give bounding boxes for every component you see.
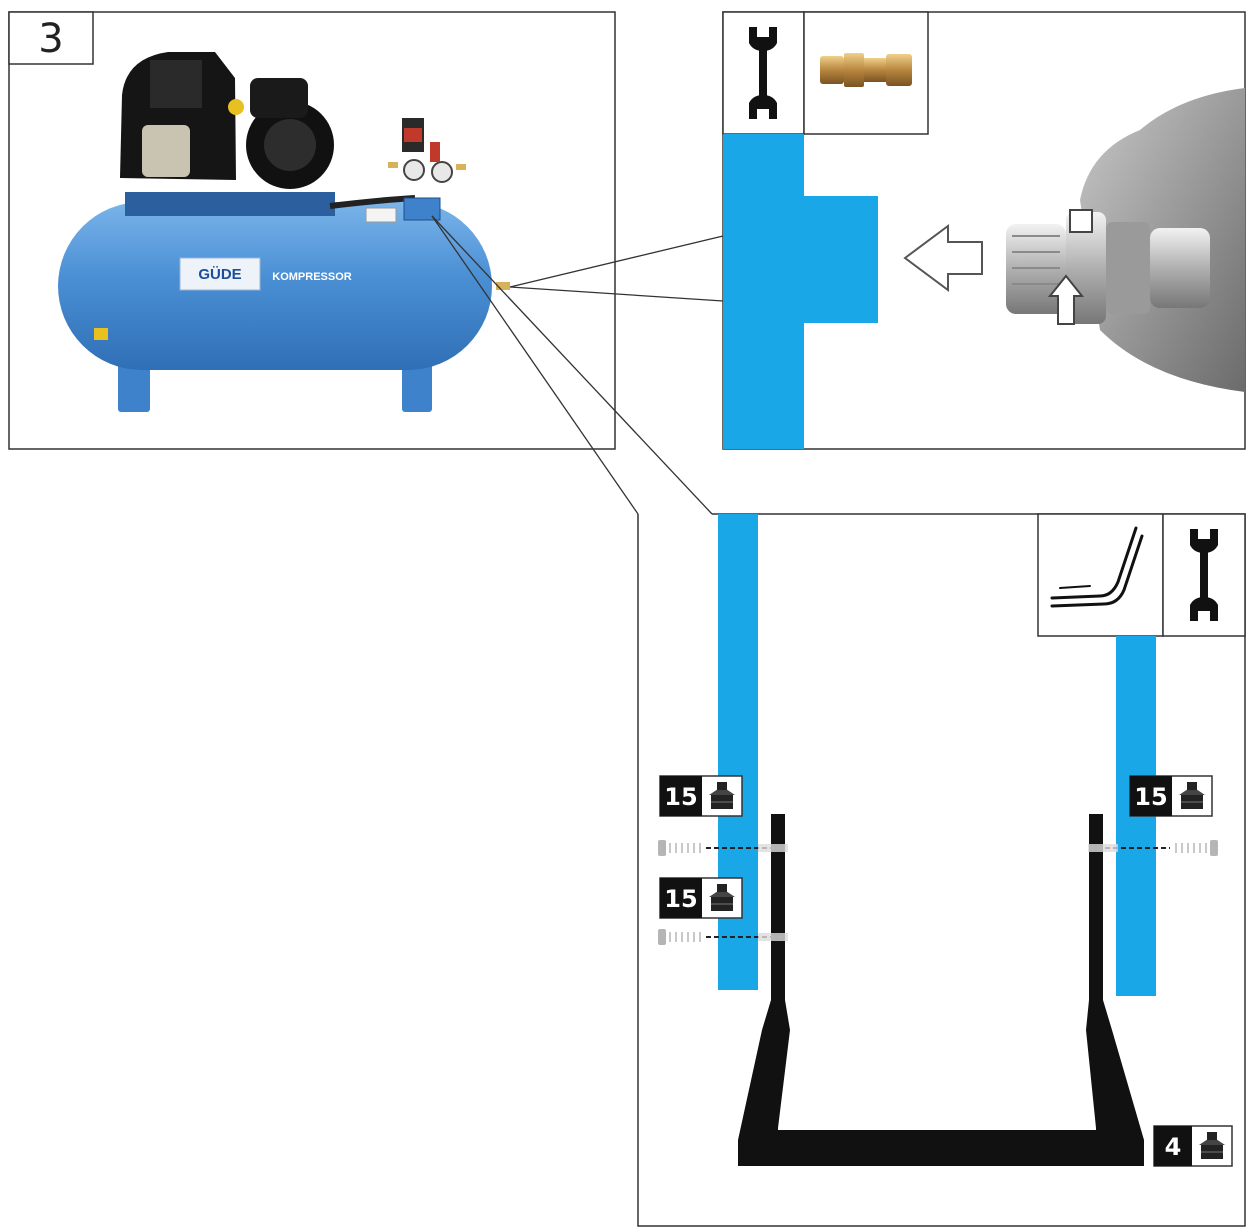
wrench-icon <box>1190 529 1218 621</box>
rotate-arrow-icon <box>1047 274 1085 325</box>
pipe-tee-branch <box>804 196 878 323</box>
compressor-photo: GÜDE KOMPRESSOR <box>58 52 510 412</box>
part-number: 15 <box>664 885 697 913</box>
coupling-detail-panel <box>722 11 1246 450</box>
part-badge-upper-left: 15 <box>659 775 743 817</box>
insert-arrow-icon <box>903 224 983 292</box>
part-badge-bottom: 4 <box>1153 1125 1233 1167</box>
part-number: 15 <box>1134 783 1167 811</box>
wrench-icon <box>749 27 777 119</box>
tank-outlet <box>496 282 510 290</box>
zoom-callout-upper <box>509 235 724 302</box>
part-badge-upper-right: 15 <box>1129 775 1213 817</box>
part-number: 4 <box>1165 1133 1182 1161</box>
wheel-bracket <box>738 814 1144 1166</box>
screw-upper-left <box>658 840 788 856</box>
brand-label: KOMPRESSOR <box>272 271 352 283</box>
zoom-callout-lower <box>431 215 713 515</box>
compressor-panel: 3 <box>8 11 616 450</box>
part-number: 15 <box>664 783 697 811</box>
brand-logo: GÜDE <box>198 266 241 283</box>
tool-cell-sealant <box>1037 513 1164 637</box>
bracket-assembly-panel: 15 15 15 4 <box>637 513 1246 1227</box>
hand-with-coupling <box>1006 88 1245 392</box>
step-number: 3 <box>38 16 63 62</box>
pipe-tee-vertical <box>723 134 804 449</box>
sealing-tape-icon <box>1050 526 1144 608</box>
quick-coupling-icon <box>820 53 912 87</box>
step-number-box <box>8 11 94 65</box>
outlet-manifold <box>403 197 441 221</box>
screw-upper-right <box>1088 840 1218 856</box>
air-tank <box>58 202 492 370</box>
pressure-gauge-left <box>403 159 425 181</box>
part-badge-mid-left: 15 <box>659 877 743 919</box>
screw-lower-left <box>658 929 788 945</box>
pressure-gauge-right <box>431 161 453 183</box>
brand-logo-plate <box>179 257 261 291</box>
